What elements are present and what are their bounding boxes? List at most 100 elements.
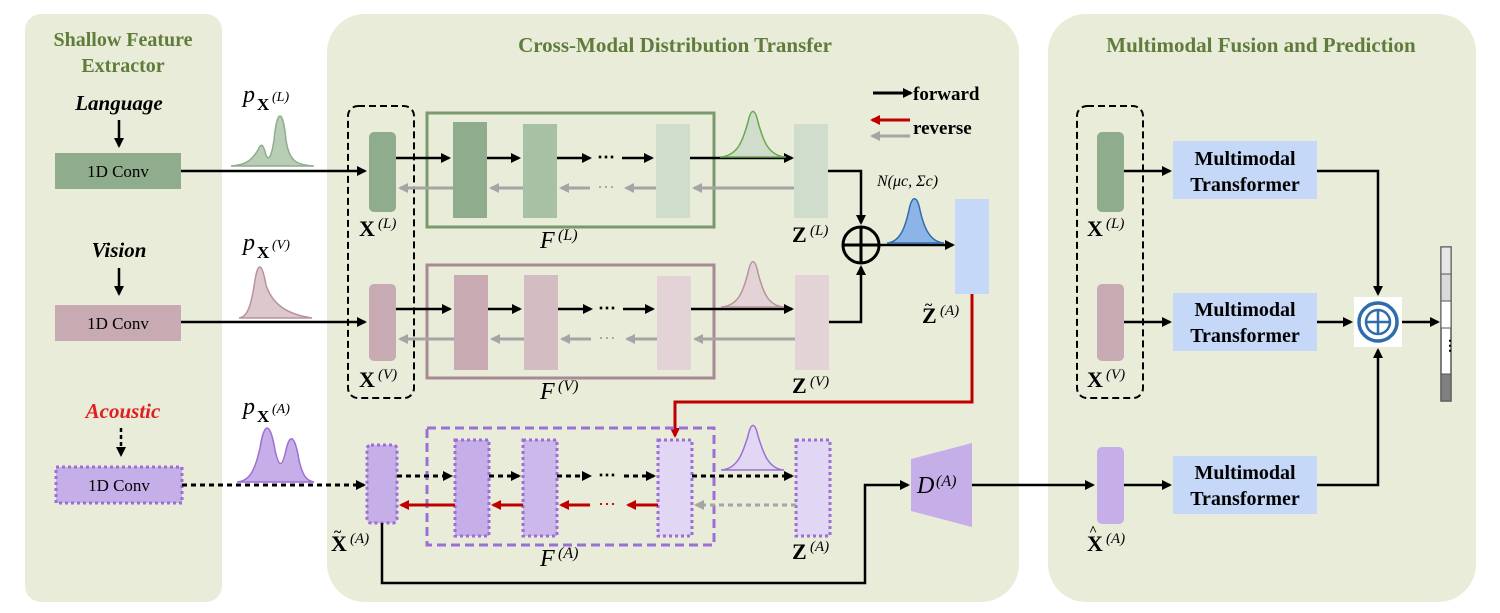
svg-text:(L): (L)	[272, 90, 289, 105]
svg-text:F: F	[539, 379, 555, 405]
transformer-acoustic	[1173, 456, 1317, 514]
transformer-vision-line1: Multimodal	[1194, 299, 1296, 321]
acoustic-label: Acoustic	[84, 399, 161, 423]
svg-text:(A): (A)	[350, 531, 369, 547]
decoder-label: D (A)	[916, 473, 956, 499]
transformer-vision-line2: Transformer	[1190, 325, 1300, 347]
panel-title-fusion: Multimodal Fusion and Prediction	[1106, 33, 1416, 57]
flow-acoustic: ⋯ ⋯ F (A) Z (A) ~ X (A)	[331, 424, 832, 572]
right-xl-label: X (L)	[1087, 216, 1124, 241]
acoustic-distribution: p X (A)	[236, 394, 315, 483]
legend-reverse: reverse	[913, 118, 972, 139]
svg-text:F: F	[539, 228, 555, 254]
panel-title-shallow-2: Extractor	[81, 55, 164, 77]
svg-text:X: X	[359, 216, 375, 241]
zl-to-sum-arrow	[828, 169, 866, 225]
ta-to-fusion-arrow	[1317, 348, 1383, 487]
svg-text:⋯: ⋯	[598, 494, 616, 514]
right-xl-block	[1097, 132, 1124, 212]
output-vector: ⋮	[1440, 246, 1457, 402]
svg-text:Z: Z	[792, 373, 807, 398]
vision-label: Vision	[92, 238, 147, 262]
svg-text:p: p	[241, 230, 255, 256]
svg-text:(A): (A)	[940, 303, 959, 319]
svg-text:⋮: ⋮	[1443, 339, 1457, 354]
svg-text:Z: Z	[922, 303, 937, 328]
right-xv-block	[1097, 284, 1124, 361]
transformer-language-line2: Transformer	[1190, 174, 1300, 196]
xa-hat-label: ^ X (A)	[1087, 524, 1125, 556]
svg-text:⋯: ⋯	[598, 298, 616, 318]
svg-text:X: X	[1087, 216, 1103, 241]
transformer-language	[1173, 141, 1317, 199]
svg-text:X: X	[1087, 531, 1103, 556]
vision-distribution: p X (V)	[238, 230, 313, 319]
language-conv-label: 1D Conv	[87, 162, 149, 181]
normal-distribution	[886, 198, 945, 244]
svg-text:(V): (V)	[272, 238, 290, 253]
normal-distribution-label: N(μc, Σc)	[876, 173, 938, 190]
right-xv-label: X (V)	[1087, 367, 1125, 392]
language-distribution: p X (L)	[230, 82, 315, 167]
svg-text:(A): (A)	[936, 473, 956, 490]
language-label: Language	[74, 91, 163, 115]
svg-text:X: X	[257, 95, 270, 114]
xv-block	[369, 284, 396, 361]
za-tilde-block	[955, 199, 989, 294]
svg-text:(V): (V)	[378, 367, 397, 383]
svg-text:(L): (L)	[810, 223, 828, 239]
transformer-acoustic-line2: Transformer	[1190, 488, 1300, 510]
acoustic-conv-label: 1D Conv	[88, 476, 150, 495]
tl-to-fusion-arrow	[1317, 169, 1383, 296]
svg-text:(V): (V)	[1106, 367, 1125, 383]
svg-text:X: X	[257, 407, 270, 426]
panel-title-transfer: Cross-Modal Distribution Transfer	[518, 33, 832, 57]
zv-to-sum-arrow	[829, 265, 866, 324]
language-conv-box	[55, 153, 181, 189]
svg-text:(A): (A)	[272, 402, 290, 417]
xl-block	[369, 132, 396, 212]
svg-text:⋯: ⋯	[597, 177, 615, 197]
transformer-language-line1: Multimodal	[1194, 148, 1296, 170]
xa-hat-block	[1097, 447, 1124, 524]
vision-conv-box	[55, 305, 181, 341]
xa-to-decoder-arrow	[380, 480, 910, 585]
svg-text:X: X	[1087, 367, 1103, 392]
panel-title-shallow-1: Shallow Feature	[53, 29, 192, 51]
xl-label: X (L)	[359, 216, 396, 241]
svg-text:X: X	[257, 243, 270, 262]
svg-text:(V): (V)	[558, 378, 578, 395]
svg-text:(V): (V)	[810, 374, 829, 390]
svg-text:⋯: ⋯	[598, 465, 616, 485]
right-xl-xv-group	[1076, 105, 1144, 399]
svg-text:^: ^	[1089, 524, 1097, 539]
svg-text:(A): (A)	[810, 539, 829, 555]
svg-text:(L): (L)	[378, 216, 396, 232]
svg-text:⋯: ⋯	[597, 147, 615, 167]
svg-text:(L): (L)	[1106, 216, 1124, 232]
svg-text:p: p	[241, 394, 255, 420]
legend-forward: forward	[913, 84, 980, 105]
svg-text:~: ~	[334, 525, 342, 540]
za-to-acoustic-red-arrow	[670, 294, 974, 438]
svg-text:F: F	[539, 546, 555, 572]
svg-text:Z: Z	[792, 539, 807, 564]
legend: forward reverse	[870, 84, 980, 141]
svg-text:X: X	[331, 531, 347, 556]
svg-text:X: X	[359, 367, 375, 392]
svg-text:(A): (A)	[558, 545, 578, 562]
xl-xv-group	[347, 105, 415, 399]
vision-conv-label: 1D Conv	[87, 314, 149, 333]
acoustic-conv-box	[54, 465, 184, 505]
fusion-node	[1354, 297, 1402, 347]
transformer-acoustic-line1: Multimodal	[1194, 462, 1296, 484]
svg-text:Z: Z	[792, 222, 807, 247]
xv-label: X (V)	[359, 367, 397, 392]
za-tilde-label: ~ Z (A)	[922, 298, 959, 328]
svg-text:p: p	[241, 82, 255, 108]
sum-node	[841, 225, 881, 265]
flow-vision: ⋯ ⋯ F (V) Z (V)	[396, 261, 829, 405]
svg-text:(L): (L)	[558, 227, 578, 244]
transformer-vision	[1173, 293, 1317, 351]
